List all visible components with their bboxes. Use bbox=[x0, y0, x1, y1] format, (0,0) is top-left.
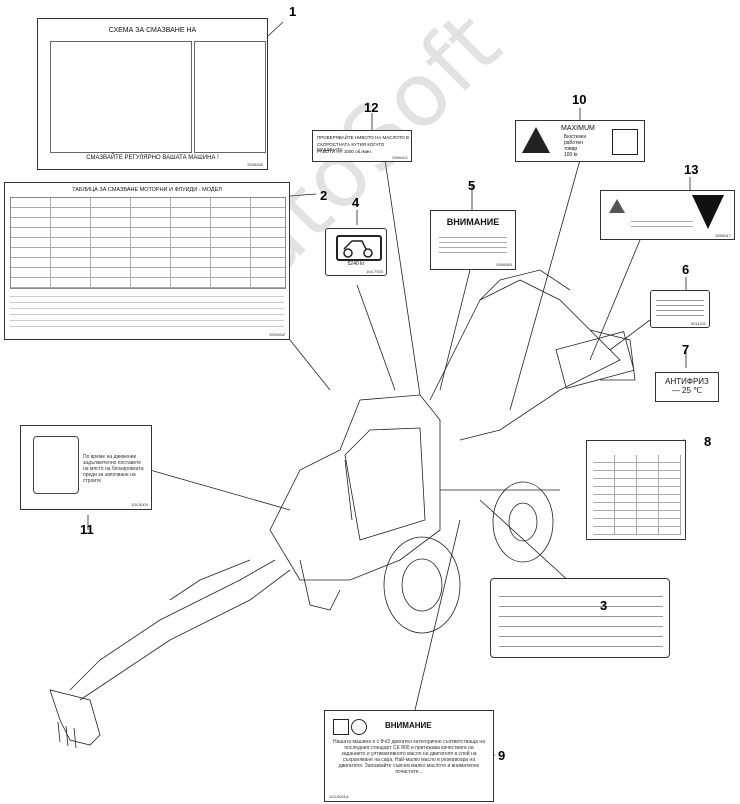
label-9-icon-engine bbox=[351, 719, 367, 735]
label-11-lock-instruction: По време на движение задължително постав… bbox=[20, 425, 152, 510]
arrow-down-icon bbox=[692, 195, 724, 229]
label-11-line4: преди за започване на строите bbox=[83, 472, 136, 484]
label-8-table-plate bbox=[586, 440, 686, 540]
label-6-ce-plate: 5011011 bbox=[650, 290, 710, 328]
label-5-attention: ВНИМАНИЕ 5006565 bbox=[430, 210, 516, 270]
label-5-code: 5006565 bbox=[496, 262, 512, 267]
callout-11: 11 bbox=[80, 522, 94, 537]
label-3-rows bbox=[499, 587, 663, 651]
label-10-line3: товар bbox=[564, 146, 578, 152]
machine-icon bbox=[343, 240, 373, 258]
callout-9: 9 bbox=[498, 748, 506, 763]
callout-13: 13 bbox=[684, 162, 699, 177]
label-1-lubrication-chart: СХЕМА ЗА СМАЗВАНЕ НА СМАЗВАЙТЕ РЕГУЛЯРНО… bbox=[37, 18, 268, 170]
label-13-code: 5006617 bbox=[715, 233, 731, 238]
label-11-line3: на място на блокировката bbox=[83, 466, 144, 472]
callout-12: 12 bbox=[364, 100, 379, 115]
label-13-text bbox=[631, 217, 693, 231]
label-5-title: ВНИМАНИЕ bbox=[446, 217, 500, 227]
callout-2: 2 bbox=[320, 188, 328, 203]
label-12-gearbox-check: ПРОВЕРЯВАЙТЕ НИВОТО НА МАСЛОТО В СКОРОСТ… bbox=[312, 130, 412, 162]
callout-7: 7 bbox=[682, 342, 690, 357]
label-10-line1: Бюстезен bbox=[564, 134, 587, 140]
label-6-rows bbox=[656, 296, 704, 319]
label-9-attention: ВНИМАНИЕ Нашата машина е с 8ч/3 двигател… bbox=[324, 710, 494, 802]
label-1-code: 5008636 bbox=[247, 162, 263, 167]
label-1-footer: СМАЗВАЙТЕ РЕГУЛЯРНО ВАШАТА МАШИНА ! bbox=[86, 155, 219, 161]
label-12-line2: СКОРОСТНАТА КУТИЯ КОГАТО МАШИНАТА bbox=[317, 142, 385, 152]
label-12-code: 5006401 bbox=[392, 155, 408, 160]
label-11-line2: задължително поставете bbox=[83, 460, 141, 466]
label-6-code: 5011011 bbox=[691, 321, 706, 326]
callout-8: 8 bbox=[704, 434, 712, 449]
label-10-line4: 100 kr bbox=[564, 152, 578, 158]
label-1-figure bbox=[50, 41, 192, 153]
callout-6: 6 bbox=[682, 262, 690, 277]
label-12-line3: РАБОТИ НА 1000 об./мин. bbox=[317, 149, 373, 154]
label-4-value: 5240 kr bbox=[347, 261, 365, 267]
warning-triangle-icon bbox=[609, 199, 625, 213]
label-1-title: СХЕМА ЗА СМАЗВАНЕ НА bbox=[108, 27, 197, 34]
callout-3: 3 bbox=[600, 598, 608, 613]
label-10-title: MAXIMUM bbox=[561, 125, 595, 132]
label-4-weight-plate: 5240 kr 104-7533 bbox=[325, 228, 387, 276]
label-9-body: Нашата машина е с 8ч/3 двигател категори… bbox=[333, 739, 485, 775]
book-icon bbox=[612, 129, 638, 155]
label-10-line2: работен bbox=[564, 140, 583, 146]
label-1-side-panel bbox=[194, 41, 266, 153]
callout-1: 1 bbox=[289, 4, 297, 19]
label-9-icon-fuel bbox=[333, 719, 349, 735]
label-2-notes bbox=[10, 291, 284, 331]
label-7-title: АНТИФРИЗ bbox=[665, 377, 709, 386]
label-11-code: 104-5004 bbox=[131, 502, 148, 507]
label-3-id-plate bbox=[490, 578, 670, 658]
label-11-text: По време на движение bbox=[83, 454, 137, 460]
label-9-code: 104-5001А bbox=[329, 794, 349, 799]
lock-mechanism-icon bbox=[33, 436, 79, 494]
label-13-warning: 5006617 bbox=[600, 190, 735, 240]
label-4-icon bbox=[336, 235, 382, 261]
callout-5: 5 bbox=[468, 178, 476, 193]
callout-4: 4 bbox=[352, 195, 360, 210]
label-2-fluids-table: ТАБЛИЦА ЗА СМАЗВАНЕ МОТОРНИ И ФЛУИДИ - М… bbox=[4, 182, 290, 340]
warning-icon bbox=[522, 127, 550, 153]
label-2-code: 5009652 bbox=[269, 332, 285, 337]
label-12-line1: ПРОВЕРЯВАЙТЕ НИВОТО НА МАСЛОТО В bbox=[317, 135, 410, 140]
label-2-title: ТАБЛИЦА ЗА СМАЗВАНЕ МОТОРНИ И ФЛУИДИ - М… bbox=[72, 187, 222, 193]
label-8-grid bbox=[593, 455, 681, 535]
label-7-value: — 25 ℃ bbox=[671, 386, 703, 395]
label-5-body bbox=[439, 233, 507, 255]
label-9-title: ВНИМАНИЕ bbox=[385, 721, 432, 730]
callout-10: 10 bbox=[572, 92, 587, 107]
label-7-antifreeze: АНТИФРИЗ — 25 ℃ bbox=[655, 372, 719, 402]
label-4-code: 104-7533 bbox=[366, 269, 383, 274]
label-10-max-load: MAXIMUM Бюстезен работен товар 100 kr bbox=[515, 120, 645, 162]
label-2-grid bbox=[10, 197, 286, 289]
